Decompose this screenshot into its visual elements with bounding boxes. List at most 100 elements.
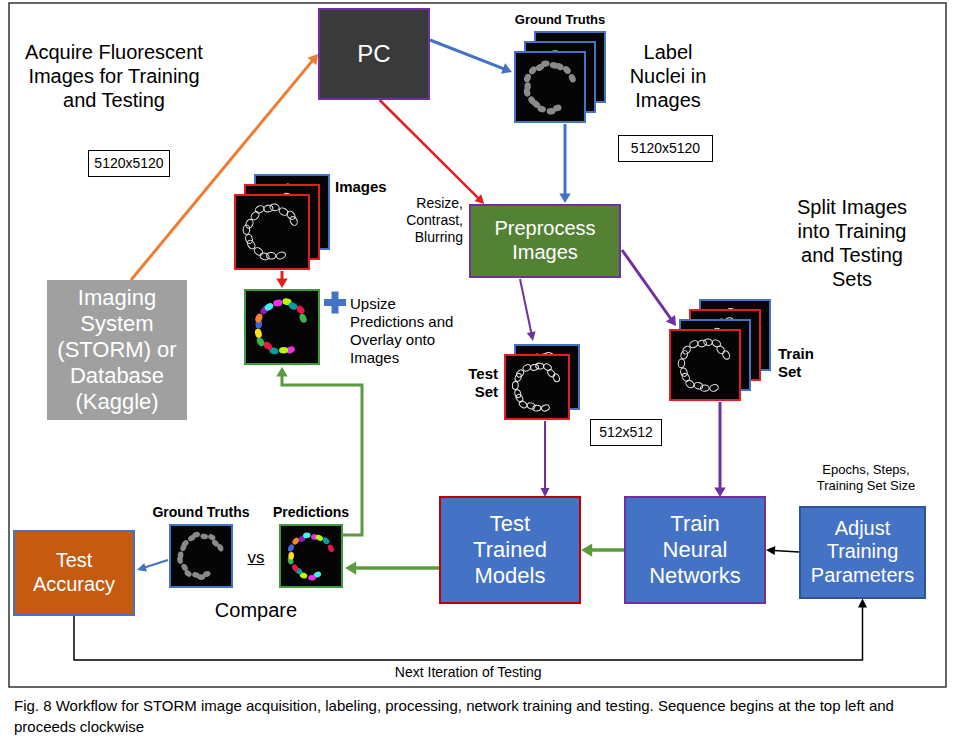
- process-box: Train Neural Networks: [624, 496, 766, 604]
- cell-nucleus: [543, 363, 553, 372]
- dimension-box: 512x512: [590, 419, 662, 446]
- dimension-box: 5120x5120: [88, 150, 170, 177]
- cell-nucleus: [697, 340, 707, 348]
- flow-arrow: [430, 40, 504, 69]
- connector-line: [74, 607, 863, 661]
- step-note: Upsize Predictions and Overlay onto Imag…: [350, 295, 458, 367]
- connector: [74, 599, 867, 661]
- process-box: Preprocess Images: [469, 204, 621, 278]
- image-frame: [515, 52, 585, 122]
- cell-nucleus: [693, 381, 703, 390]
- cell-nucleus: [568, 73, 577, 83]
- cell-nucleus: [267, 252, 276, 259]
- flow-arrow: [544, 421, 546, 489]
- cell-nucleus: [298, 313, 308, 324]
- step-note: Resize, Contrast, Blurring: [391, 195, 463, 245]
- image-frame: [505, 355, 569, 419]
- connector-line: [774, 551, 799, 553]
- cell-nucleus: [514, 389, 522, 398]
- cell-nucleus: [524, 82, 531, 91]
- cell-nucleus: [259, 252, 270, 261]
- cell-nucleus: [291, 563, 300, 572]
- cell-nucleus: [263, 205, 273, 213]
- image-label: Test Set: [453, 365, 498, 401]
- cell-nucleus: [191, 571, 200, 579]
- cell-nucleus: [546, 368, 556, 378]
- cell-nucleus: [178, 551, 184, 559]
- cell-nucleus: [273, 299, 283, 307]
- dimension-box: 5120x5120: [618, 135, 713, 162]
- cell-nucleus: [315, 534, 324, 543]
- image-label: Train Set: [778, 345, 826, 381]
- cell-nucleus: [303, 532, 311, 539]
- connector-line-head: [858, 599, 867, 608]
- process-box: Adjust Training Parameters: [799, 506, 926, 599]
- cell-nucleus: [523, 73, 532, 83]
- cell-nucleus: [287, 543, 295, 552]
- image-frame: [280, 525, 342, 587]
- cell-nucleus: [541, 60, 551, 68]
- cell-nucleus: [279, 347, 288, 354]
- flow-arrow: [564, 124, 567, 194]
- process-box: Test Accuracy: [13, 530, 135, 616]
- cell-nucleus: [526, 402, 535, 410]
- cell-nucleus: [200, 533, 208, 540]
- box-text: Imaging System (STORM) or Database (Kagg…: [51, 285, 183, 415]
- cell-nucleus: [530, 364, 539, 371]
- box-text: PC: [357, 40, 390, 68]
- flow-arrow: [520, 279, 531, 333]
- flow-arrow: [281, 271, 284, 279]
- connector-line: [591, 548, 624, 552]
- cell-nucleus: [681, 372, 691, 383]
- figure-caption: Fig. 8 Workflow for STORM image acquisit…: [14, 695, 942, 737]
- box-text: Test Accuracy: [21, 549, 127, 596]
- cell-nucleus: [327, 544, 335, 553]
- connector: [766, 546, 799, 555]
- cell-nucleus: [216, 543, 224, 552]
- box-text: 512x512: [599, 424, 653, 441]
- cell-nucleus: [711, 339, 722, 349]
- cell-nucleus: [685, 379, 696, 389]
- cell-nucleus: [181, 539, 190, 548]
- image-frame: [235, 195, 309, 269]
- image-label: Images: [335, 178, 405, 196]
- connector: [380, 100, 485, 204]
- process-box: Test Trained Models: [439, 496, 581, 604]
- cell-nucleus: [715, 344, 726, 355]
- parameter-note: Epochs, Steps, Training Set Size: [805, 462, 927, 493]
- cell-nucleus: [246, 239, 257, 250]
- step-note: Label Nuclei in Images: [618, 40, 718, 112]
- image-label: Ground Truths: [505, 12, 615, 28]
- box-text: 5120x5120: [631, 140, 700, 157]
- cell-nucleus: [270, 203, 280, 211]
- step-note: Split Images into Training and Testing S…: [785, 195, 920, 291]
- cell-nucleus: [512, 381, 518, 389]
- image-label: Ground Truths: [151, 504, 251, 521]
- cell-nucleus: [515, 393, 524, 403]
- flow-arrow-head: [276, 278, 287, 288]
- flow-arrow: [622, 250, 671, 319]
- cell-nucleus: [541, 404, 551, 412]
- cell-nucleus: [263, 302, 274, 312]
- cell-nucleus: [254, 313, 264, 324]
- flow-arrow-head: [276, 367, 287, 377]
- cell-nucleus: [552, 373, 561, 383]
- image-frame: [245, 290, 319, 364]
- flow-arrow-head: [345, 561, 356, 574]
- step-note: Acquire Fluorescent Images for Training …: [16, 40, 212, 112]
- cell-nucleus: [291, 536, 300, 545]
- step-note: Compare: [206, 598, 306, 622]
- flow-arrow-head: [559, 193, 570, 203]
- box-text: Test Trained Models: [453, 511, 567, 589]
- cell-nucleus: [562, 65, 573, 76]
- connector: [581, 543, 624, 556]
- cell-nucleus: [308, 575, 316, 581]
- plus-symbol: [332, 292, 339, 314]
- cell-nucleus: [535, 363, 544, 370]
- box-text: Preprocess Images: [481, 217, 609, 264]
- cell-nucleus: [721, 350, 730, 360]
- cell-nucleus: [192, 531, 200, 538]
- cell-nucleus: [709, 383, 719, 392]
- cell-nucleus: [180, 563, 189, 572]
